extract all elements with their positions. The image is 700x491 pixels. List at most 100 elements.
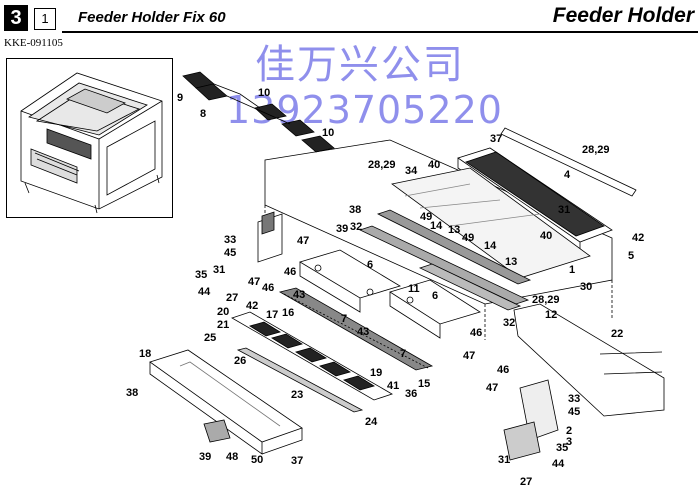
guide-22 [513,303,665,417]
callout-35: 35 [556,442,568,454]
machine-location-inset [6,58,173,218]
bracket-2 [503,379,559,461]
part-48 [203,419,231,443]
slotted-strip-19 [231,311,393,401]
front-frame-18 [149,349,303,455]
page-title: Feeder Holder Fix 60 [78,9,226,26]
callout-38: 38 [126,387,138,399]
rail-28-29 [500,127,637,197]
callout-12: 12 [545,309,557,321]
callout-37: 37 [490,133,502,145]
callout-22: 22 [611,328,623,340]
callout-4: 4 [564,169,571,181]
callout-50: 50 [251,454,263,466]
callout-47: 47 [463,350,475,362]
callout-39: 39 [336,223,348,235]
callout-28-29: 28,29 [582,144,610,156]
callout-5: 5 [628,250,634,262]
callout-44: 44 [198,286,211,298]
callout-10: 10 [258,87,270,99]
callout-45: 45 [568,406,580,418]
callout-34: 34 [405,165,418,177]
callout-26: 26 [234,355,246,367]
callout-42: 42 [246,300,258,312]
section-title: Feeder Holder [552,4,694,27]
callout-1: 1 [569,264,575,276]
callout-46: 46 [262,282,274,294]
callout-48: 48 [226,451,238,463]
left-bracket-3 [257,211,283,263]
callout-8: 8 [200,108,206,120]
rack-43 [278,287,434,371]
callout-20: 20 [217,306,229,318]
callout-14: 14 [484,240,497,252]
callout-23: 23 [291,389,303,401]
callout-27: 27 [520,476,532,488]
callout-13: 13 [448,224,460,236]
callout-45: 45 [224,247,236,259]
feeder-block-4-5 [457,147,613,253]
callout-30: 30 [580,281,592,293]
callout-31: 31 [558,204,570,216]
callout-28-29: 28,29 [368,159,396,171]
callout-25: 25 [204,332,216,344]
callout-labels: 9 8 10 10 37 28,29 4 28,29 34 40 38 49 1… [126,87,644,488]
callout-17: 17 [266,309,278,321]
callout-14: 14 [430,220,443,232]
callout-40: 40 [428,159,440,171]
callout-21: 21 [217,319,229,331]
section-number-badge: 3 [4,5,28,31]
callout-40: 40 [540,230,552,242]
page-number-box: 1 [34,8,56,30]
diagram-lines [149,71,665,461]
bracket-plates-6 [299,249,481,339]
callout-43: 43 [357,326,369,338]
machine-illustration [20,72,163,214]
bar-23 [236,347,364,413]
rail-11-13 [358,209,532,311]
top-plate-1 [391,167,591,279]
callout-7: 7 [400,348,406,360]
callout-18: 18 [139,348,151,360]
callout-46: 46 [497,364,509,376]
callout-47: 47 [297,235,309,247]
callout-39: 39 [199,451,211,463]
callout-7: 7 [341,313,347,325]
callout-41: 41 [387,380,399,392]
callout-9: 9 [177,92,183,104]
callout-33: 33 [568,393,580,405]
header-rule [62,31,698,33]
callout-35: 35 [195,269,207,281]
callout-44: 44 [552,458,565,470]
callout-32: 32 [350,221,362,233]
callout-47: 47 [486,382,498,394]
callout-19: 19 [370,367,382,379]
callout-36: 36 [405,388,417,400]
callout-3: 3 [566,436,572,448]
callout-32: 32 [503,317,515,329]
callout-43: 43 [293,289,305,301]
callout-28-29: 28,29 [532,294,560,306]
callout-37: 37 [291,455,303,467]
document-code: KKE-091105 [4,37,63,49]
callout-31: 31 [498,454,510,466]
callout-11: 11 [408,283,420,295]
watermark-company: 佳万兴公司 [255,42,465,88]
callout-6: 6 [367,259,373,271]
callout-38: 38 [349,204,361,216]
callout-13: 13 [505,256,517,268]
callout-31: 31 [213,264,225,276]
callout-33: 33 [224,234,236,246]
callout-2: 2 [566,425,572,437]
callout-15: 15 [418,378,430,390]
plate-parts-8-9-10 [182,71,335,153]
callout-47: 47 [248,276,260,288]
callout-46: 46 [470,327,482,339]
page-header: 3 1 Feeder Holder Fix 60 Feeder Holder [0,0,700,34]
callout-46: 46 [284,266,296,278]
callout-49: 49 [462,232,474,244]
callout-6: 6 [432,290,438,302]
callout-16: 16 [282,307,294,319]
callout-27: 27 [226,292,238,304]
